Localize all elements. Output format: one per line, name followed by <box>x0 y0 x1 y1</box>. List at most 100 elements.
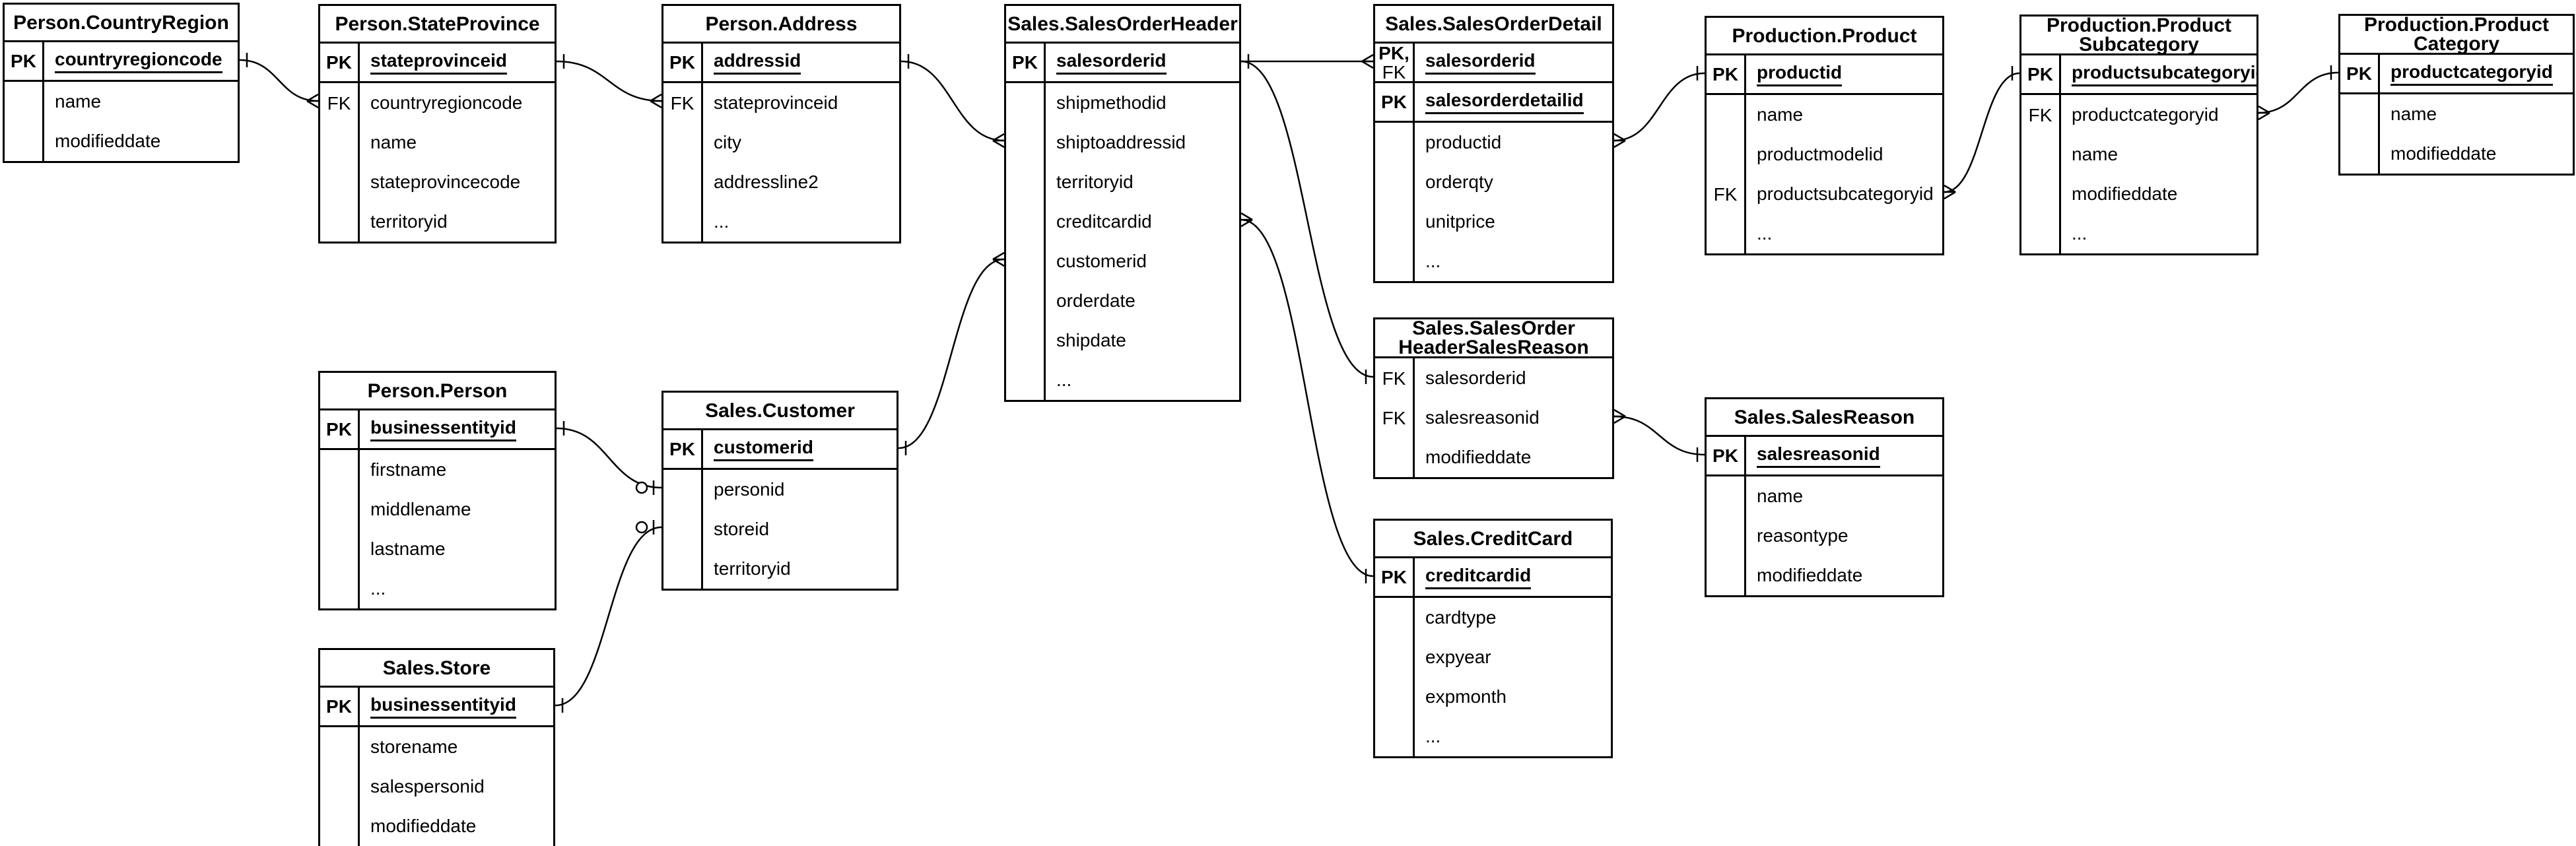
key-badge: FK <box>1707 174 1746 214</box>
key-badge <box>1375 598 1415 637</box>
field-name: name <box>1757 486 1804 506</box>
key-badge: FK <box>663 83 703 123</box>
field-name: orderdate <box>1056 290 1135 311</box>
table-title-line: Category <box>2413 33 2500 55</box>
field-row: FK salesreasonid <box>1375 398 1612 438</box>
key-badge: FK <box>1375 398 1415 438</box>
field-name: salespersonid <box>370 776 485 797</box>
relation-stateprovince-address <box>556 54 662 109</box>
field-name: productmodelid <box>1757 144 1883 164</box>
field-name: creditcardid <box>1425 565 1532 589</box>
key-badge: PK <box>1707 437 1746 474</box>
relation-customer-salesorderheader <box>898 251 1005 455</box>
field-name-cell: productcategoryid <box>2061 95 2256 135</box>
key-badge: PK <box>320 44 360 81</box>
field-name-cell: storeid <box>703 509 897 549</box>
field-name-cell: territoryid <box>1046 162 1239 202</box>
field-name: businessentityid <box>370 694 516 719</box>
key-badge <box>320 123 360 162</box>
field-row: ... <box>320 569 555 608</box>
field-name: salesorderid <box>1425 368 1526 388</box>
field-name-cell: salesreasonid <box>1415 398 1612 438</box>
field-name: lastname <box>370 538 446 559</box>
field-row: stateprovincecode <box>320 162 555 202</box>
relation-line <box>2258 71 2339 114</box>
table-title: Person.StateProvince <box>320 6 555 44</box>
key-badge <box>2021 135 2061 174</box>
field-name-cell: shipmethodid <box>1046 83 1239 123</box>
table-title-line: Person.StateProvince <box>335 13 540 35</box>
table-title-line: Person.Person <box>367 379 508 402</box>
field-name-cell: customerid <box>703 430 897 468</box>
table-title-line: Sales.Store <box>382 657 491 679</box>
field-name-cell: ... <box>1746 214 1942 253</box>
field-row: name <box>320 123 555 162</box>
key-badge <box>1006 360 1046 400</box>
relation-line <box>556 427 662 489</box>
field-name: shiptoaddressid <box>1056 132 1186 152</box>
field-name: ... <box>370 578 386 599</box>
field-row: territoryid <box>663 549 897 589</box>
field-name: territoryid <box>1056 172 1134 192</box>
relation-line <box>898 258 1005 449</box>
field-name: stateprovinceid <box>714 92 838 113</box>
field-row: name <box>2021 135 2256 174</box>
field-name: territoryid <box>370 211 448 232</box>
field-name-cell: reasontype <box>1746 516 1942 556</box>
key-badge <box>2340 94 2380 134</box>
field-name: productcategoryid <box>2390 61 2553 86</box>
field-name: storename <box>370 736 458 757</box>
key-badge <box>1006 83 1046 123</box>
field-name: name <box>2072 144 2118 164</box>
key-label: PK <box>669 52 695 73</box>
key-badge: PK <box>663 44 703 81</box>
field-name: addressid <box>714 50 801 75</box>
key-badge <box>1707 214 1746 253</box>
field-row: ... <box>2021 214 2256 253</box>
field-row: cardtype <box>1375 598 1611 637</box>
field-name-cell: cardtype <box>1415 598 1611 637</box>
key-badge: PK <box>1375 83 1415 121</box>
key-badge <box>2021 174 2061 214</box>
field-name-cell: salesorderid <box>1415 44 1612 81</box>
key-badge <box>1006 162 1046 202</box>
field-name: personid <box>714 479 785 500</box>
field-row: expyear <box>1375 637 1611 677</box>
key-label: PK <box>326 419 352 439</box>
table-title: Sales.CreditCard <box>1375 521 1611 558</box>
field-name: salesreasonid <box>1425 407 1540 428</box>
field-row: orderdate <box>1006 281 1239 321</box>
key-badge: FK <box>320 83 360 123</box>
key-badge <box>1707 516 1746 556</box>
field-name-cell: firstname <box>360 450 555 490</box>
field-name-cell: countryregioncode <box>360 83 555 123</box>
field-name: countryregioncode <box>370 92 523 113</box>
field-name: productsubcategoryid <box>2072 62 2256 86</box>
table-title-line: Sales.SalesOrderDetail <box>1385 13 1602 35</box>
relation-line <box>555 526 662 707</box>
field-row: FK stateprovinceid <box>663 83 899 123</box>
key-badge <box>663 470 703 509</box>
field-name: reasontype <box>1757 525 1848 546</box>
key-label: PK <box>11 51 36 71</box>
relation-salesorderdetail-product <box>1613 66 1705 148</box>
field-row: ... <box>1375 242 1612 281</box>
key-badge <box>320 569 360 608</box>
field-row: storename <box>320 727 553 767</box>
key-badge <box>1375 717 1415 756</box>
field-name-cell: city <box>703 123 899 162</box>
field-name: salesorderdetailid <box>1425 90 1584 114</box>
field-name: shipdate <box>1056 330 1126 350</box>
